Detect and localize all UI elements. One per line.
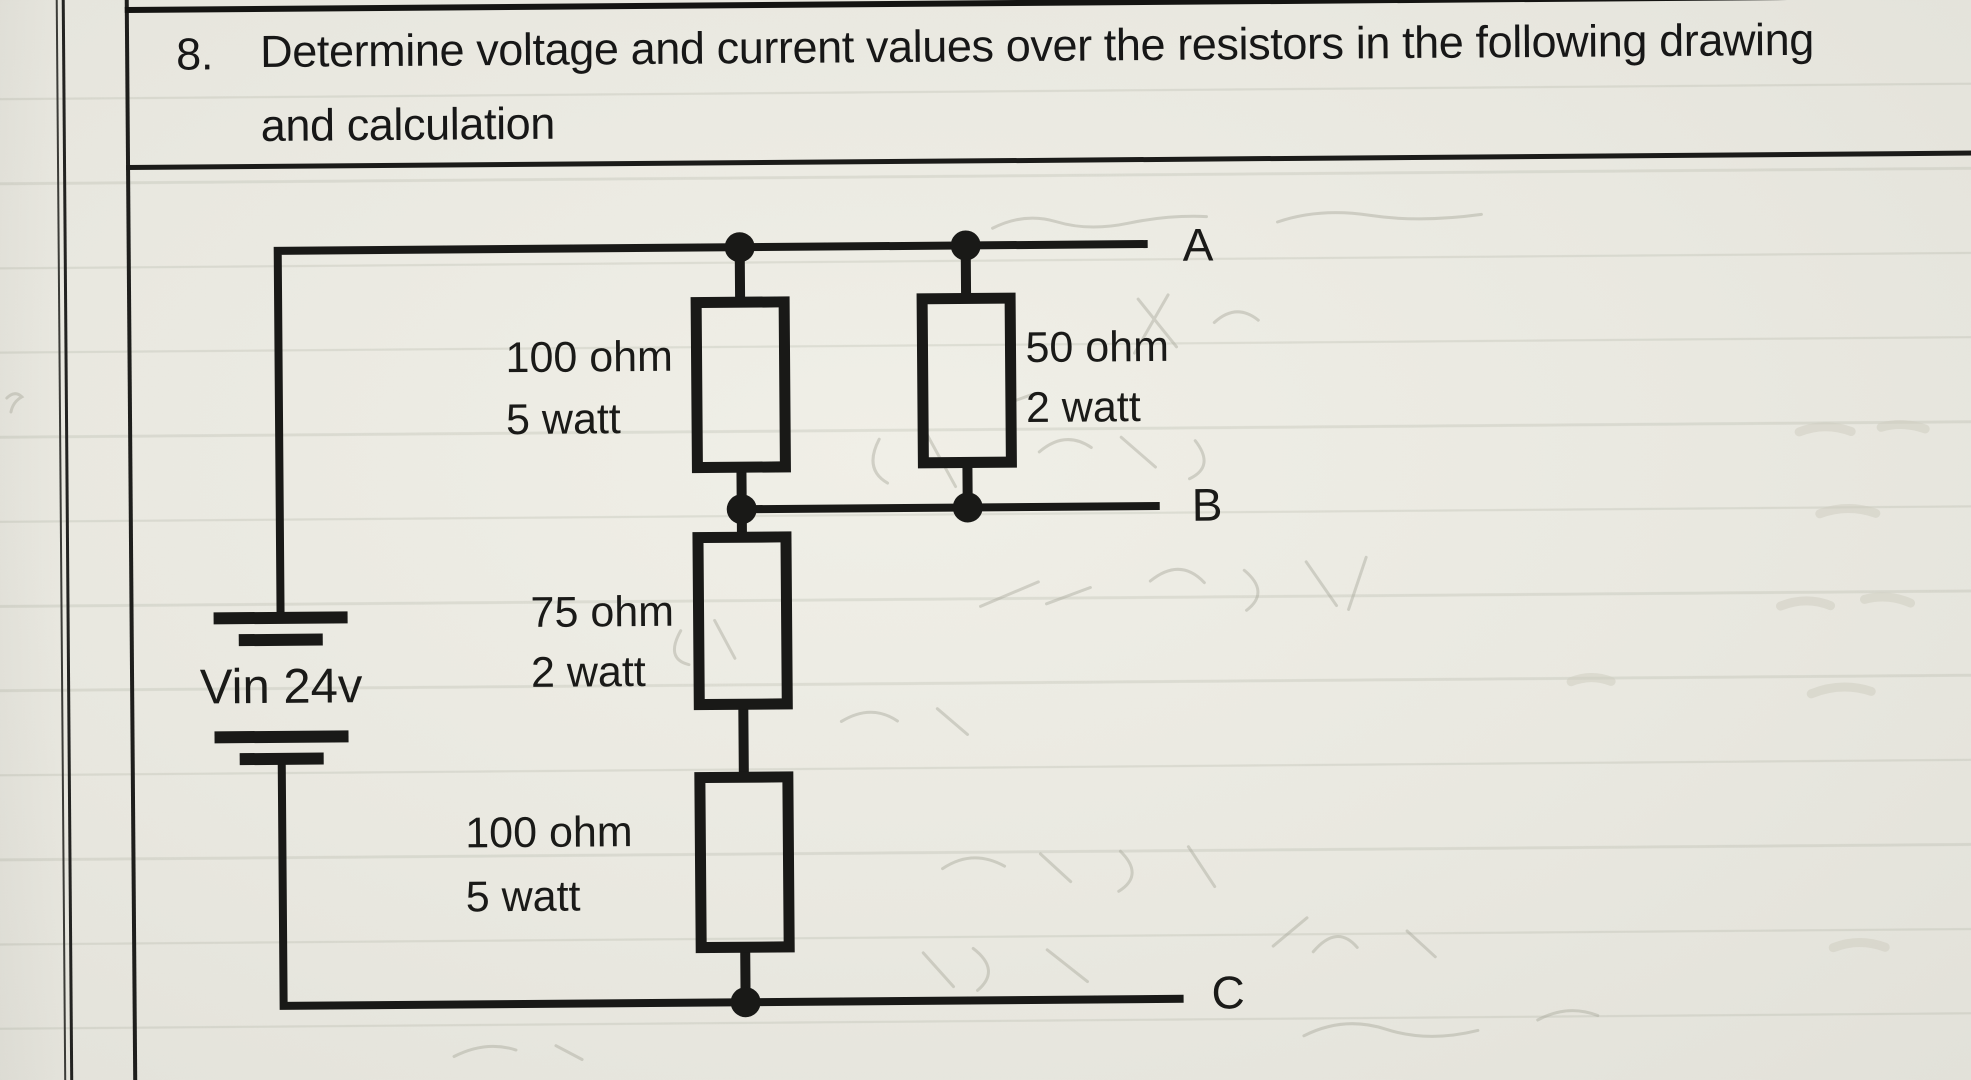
node-label-a: A [1182,219,1213,271]
print-through-marks [1566,420,1930,953]
junction-dot-top-right [950,230,981,261]
resistors [690,292,1017,954]
wire-top-and-left [273,240,1148,618]
resistor-r2-value: 50 ohm [1025,323,1169,372]
lead-left-column [734,247,751,1003]
lead-r2 [960,245,973,508]
junction-dot-b-right [952,492,983,523]
resistor-r4-value: 100 ohm [465,808,633,857]
resistor-r3-body [692,531,793,711]
battery-plate-short-1 [238,633,323,647]
battery-plate-long-1 [213,611,348,625]
resistor-labels: 100 ohm 5 watt 50 ohm 2 watt 75 ohm 2 wa… [465,323,1169,922]
resistor-r1-power: 5 watt [506,395,621,444]
resistor-r2-body [916,292,1017,469]
node-labels: A B C [1182,219,1245,1019]
resistor-r1-body [690,296,791,474]
junction-dot-bottom [730,987,761,1018]
resistor-r4-body [694,771,795,954]
node-label-c: C [1211,966,1245,1018]
wire-node-b [741,501,1160,514]
junction-dots [724,230,983,1018]
resistor-r4-power: 5 watt [466,873,581,922]
resistor-r1-value: 100 ohm [505,333,673,382]
node-label-b: B [1192,478,1223,530]
resistor-r3-power: 2 watt [531,648,646,697]
junction-dot-top-left [724,232,755,263]
resistor-r3-value: 75 ohm [530,588,674,637]
source-voltage-label: Vin 24v [200,659,363,714]
junction-dot-b-left [726,494,757,525]
battery-plate-long-2 [214,730,349,744]
resistor-r2-power: 2 watt [1026,383,1141,432]
battery-plate-short-2 [239,752,324,766]
wire-left-lower-and-bottom [277,758,1184,1010]
battery-symbol: Vin 24v [200,611,363,766]
